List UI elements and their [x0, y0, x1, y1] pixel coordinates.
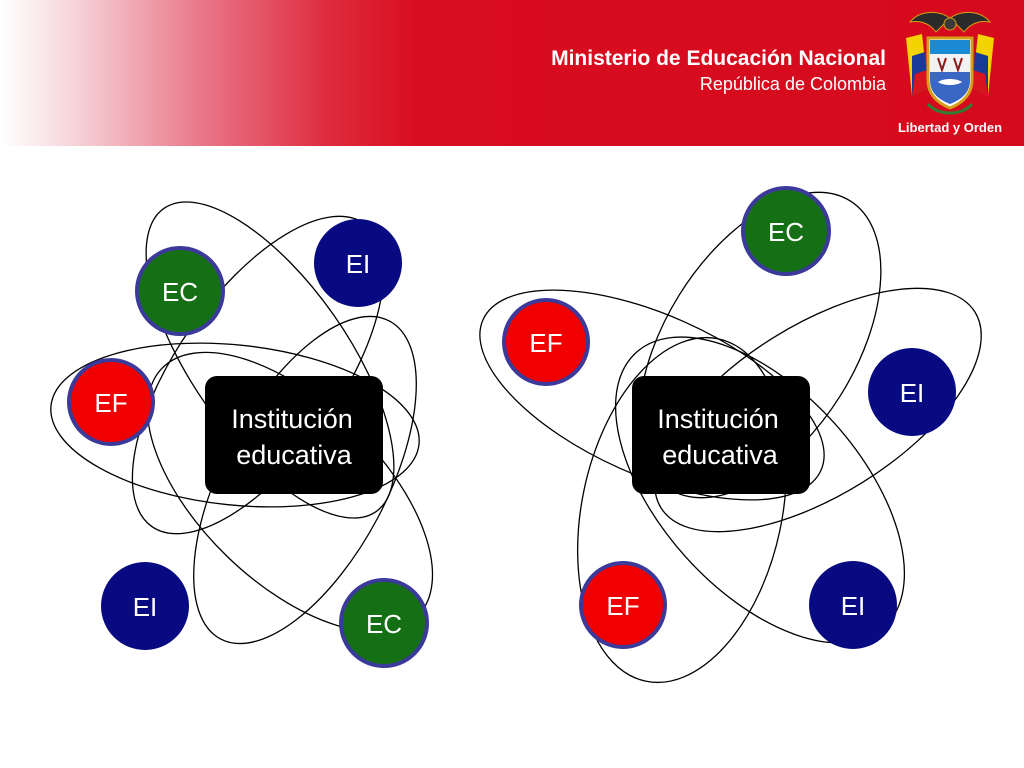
svg-text:EC: EC [162, 277, 198, 307]
node-ef-bottom: EF [579, 561, 667, 649]
center-box-left: Institución educativa [205, 376, 383, 494]
header-banner: Ministerio de Educación Nacional Repúbli… [0, 0, 1024, 146]
diagram-right: EC EF EI EF EI Institución educativa [479, 186, 982, 684]
diagram-left: EI EC EF EI EC Institución educativa [50, 201, 434, 668]
coat-of-arms-logo: Libertad y Orden [898, 12, 1002, 135]
svg-text:EI: EI [841, 591, 866, 621]
svg-text:EF: EF [606, 591, 639, 621]
svg-text:EC: EC [366, 609, 402, 639]
node-ef-left: EF [67, 358, 155, 446]
motto-text: Libertad y Orden [898, 120, 1002, 135]
svg-text:EF: EF [529, 328, 562, 358]
svg-text:EC: EC [768, 217, 804, 247]
ministry-title: Ministerio de Educación Nacional [551, 47, 886, 70]
node-ef-top: EF [502, 298, 590, 386]
node-ei-right: EI [868, 348, 956, 436]
svg-text:educativa: educativa [662, 440, 779, 470]
ministry-subtitle: República de Colombia [699, 74, 886, 94]
svg-text:EI: EI [133, 592, 158, 622]
ministry-heading: Ministerio de Educación Nacional Repúbli… [551, 46, 886, 96]
diagram-canvas: EI EC EF EI EC Institución educativa [50, 186, 982, 684]
svg-text:Institución: Institución [231, 404, 353, 434]
svg-text:educativa: educativa [236, 440, 353, 470]
svg-text:EF: EF [94, 388, 127, 418]
svg-text:EI: EI [346, 249, 371, 279]
node-ec-top: EC [741, 186, 831, 276]
node-ei-top: EI [314, 219, 402, 307]
node-ec-bottom: EC [339, 578, 429, 668]
svg-text:Institución: Institución [657, 404, 779, 434]
node-ei-bottom: EI [101, 562, 189, 650]
center-box-right: Institución educativa [632, 376, 810, 494]
node-ec-left: EC [135, 246, 225, 336]
svg-text:EI: EI [900, 378, 925, 408]
node-ei-bottom: EI [809, 561, 897, 649]
